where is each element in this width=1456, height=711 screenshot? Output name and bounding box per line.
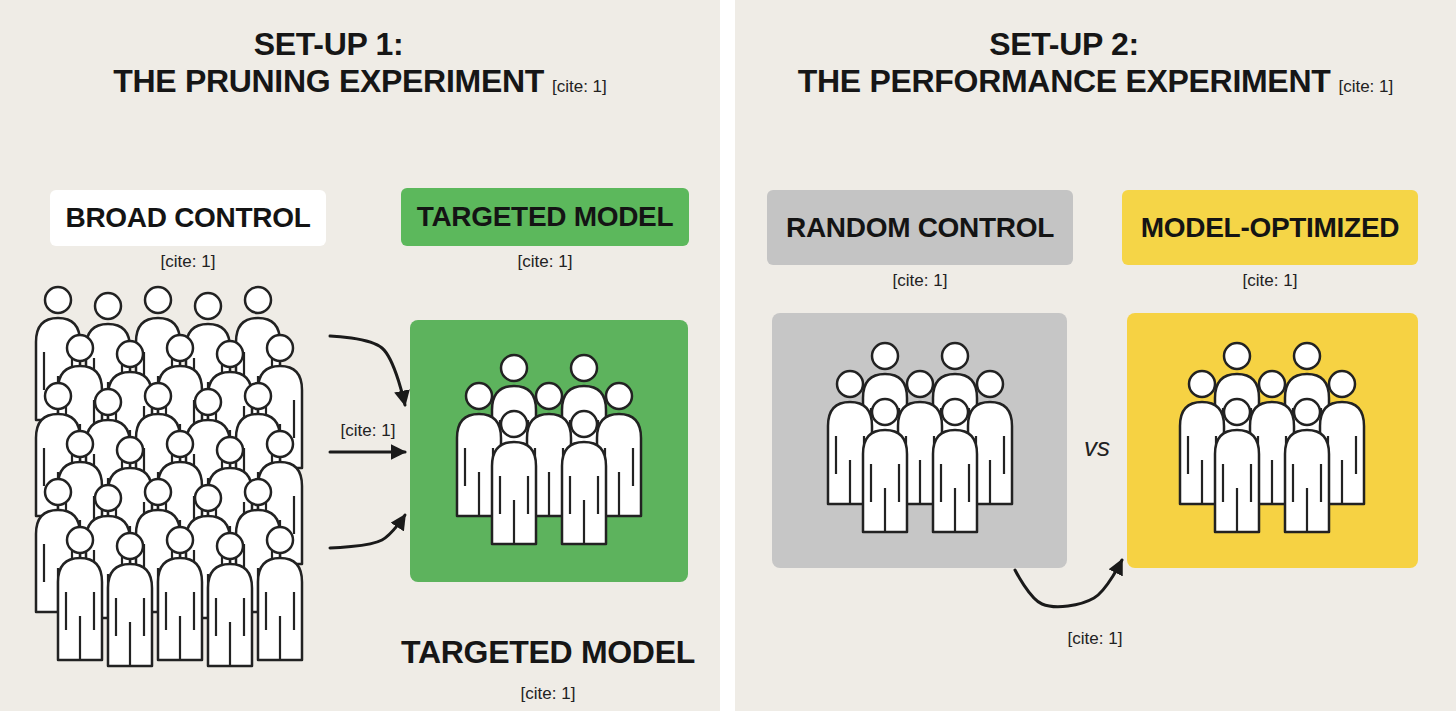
panel: BROAD CONTROL[cite: 1]TARGETED MODEL[cit… (0, 0, 720, 711)
connector-arrow (330, 451, 405, 454)
citation: [cite: 1] (521, 684, 576, 704)
optimized-group: MODEL-OPTIMIZED [cite: 1] (1122, 190, 1418, 570)
crowd-group: BROAD CONTROL [cite: 1] (30, 190, 330, 685)
group-label: BROAD CONTROL (50, 190, 326, 246)
panel-title: SET-UP 2: THE PERFORMANCE EXPERIMENT (798, 26, 1331, 100)
group-square (772, 313, 1067, 568)
panel-ground (735, 0, 1456, 711)
citation: [cite: 1] (50, 252, 326, 272)
group-square (410, 320, 688, 582)
panel-ground (0, 0, 720, 711)
person-figure (562, 411, 606, 544)
citation: [cite: 1] (767, 271, 1073, 291)
group-label: TARGETED MODEL (401, 634, 695, 671)
connector-label: [cite: 1] (1065, 628, 1126, 650)
person-figure (158, 527, 202, 660)
citation: [cite: 1] (1338, 77, 1393, 96)
versus-label: vs (1084, 432, 1110, 463)
citation: [cite: 1] (552, 77, 607, 96)
person-figure (1215, 399, 1259, 532)
connector-arrow (330, 336, 405, 405)
citation: [cite: 1] (400, 252, 690, 272)
group-square (1127, 313, 1418, 568)
control-group: RANDOM CONTROL [cite: 1] (767, 190, 1073, 570)
group-label: RANDOM CONTROL (767, 190, 1073, 265)
people-figures (36, 287, 1364, 666)
person-figure (933, 399, 977, 532)
person-figure (1285, 399, 1329, 532)
target-group: TARGETED MODEL[cite: 1] (405, 188, 690, 588)
connector-label: [cite: 1] (338, 420, 399, 442)
person-figure (208, 533, 252, 666)
citation: [cite: 1] (1122, 271, 1418, 291)
person-figure (492, 411, 536, 544)
panel: RANDOM CONTROL [cite: 1] MODEL-OPTIMIZED [c… (735, 0, 1456, 711)
group-label: MODEL-OPTIMIZED (1122, 190, 1418, 265)
person-figure (863, 399, 907, 532)
person-figure (258, 527, 302, 660)
connector-arrow (330, 515, 405, 548)
person-figure (58, 527, 102, 660)
connector-arrow (1015, 560, 1122, 607)
person-figure (108, 533, 152, 666)
group-label: TARGETED MODEL (401, 188, 689, 246)
panel-title: SET-UP 1: THE PRUNING EXPERIMENT (113, 26, 544, 100)
